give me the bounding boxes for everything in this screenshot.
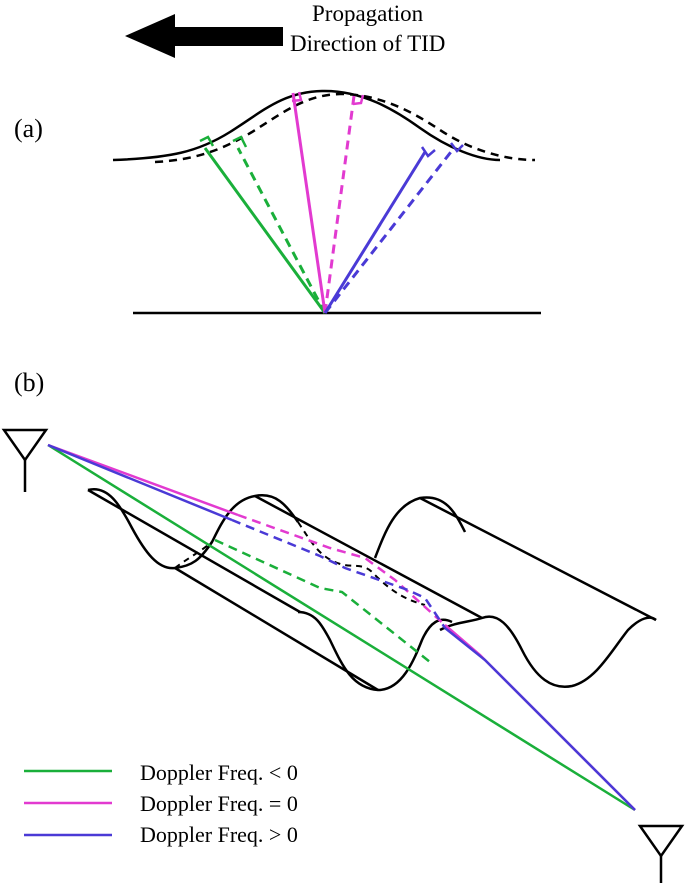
right-angle-marker	[450, 142, 464, 153]
ridge-line	[254, 494, 483, 620]
propagation-arrow	[125, 14, 283, 58]
receiver-antenna-icon	[637, 824, 685, 883]
tid-surface-right	[439, 615, 657, 688]
legend-label-negative: Doppler Freq. < 0	[140, 760, 298, 785]
ray-zero-solid	[291, 92, 327, 314]
ray-positive-dashed	[323, 147, 456, 314]
ridge-line	[419, 496, 657, 622]
ridge-line	[298, 522, 465, 532]
ray-negative-dashed	[236, 147, 327, 314]
ridge-line	[87, 488, 301, 614]
ionosphere-solid	[112, 89, 501, 162]
ray-negative-direct	[47, 443, 636, 812]
legend-label-positive: Doppler Freq. > 0	[140, 822, 298, 847]
right-angle-marker	[352, 94, 365, 106]
tid-surface-back	[373, 496, 467, 559]
tid-hidden-contour	[297, 521, 426, 606]
ray-positive-path	[47, 443, 233, 522]
propagation-title-line1: Propagation	[312, 1, 424, 26]
tid-surface-near	[297, 610, 453, 692]
ionosphere-dashed	[154, 92, 536, 164]
panel-b-label: (b)	[14, 368, 45, 397]
panel-b	[1, 428, 685, 883]
ray-negative-solid	[203, 147, 327, 314]
ridge-line	[174, 566, 379, 692]
panel-a	[112, 89, 541, 315]
legend-label-zero: Doppler Freq. = 0	[140, 791, 298, 816]
ray-zero-dashed	[237, 513, 446, 626]
ray-positive-solid	[323, 151, 427, 314]
ray-negative-dashed	[214, 538, 431, 663]
ray-positive-tail	[444, 627, 636, 811]
right-angle-marker	[291, 91, 303, 103]
tid-hidden-contour	[174, 541, 213, 569]
ray-positive-dashed	[231, 518, 447, 629]
ray-zero-dashed	[323, 95, 356, 314]
transmitter-antenna-icon	[1, 428, 49, 492]
propagation-title-line2: Direction of TID	[290, 31, 446, 56]
panel-a-label: (a)	[14, 114, 43, 143]
right-angle-marker	[232, 135, 248, 148]
right-angle-marker	[199, 135, 215, 147]
right-angle-marker	[420, 146, 436, 158]
